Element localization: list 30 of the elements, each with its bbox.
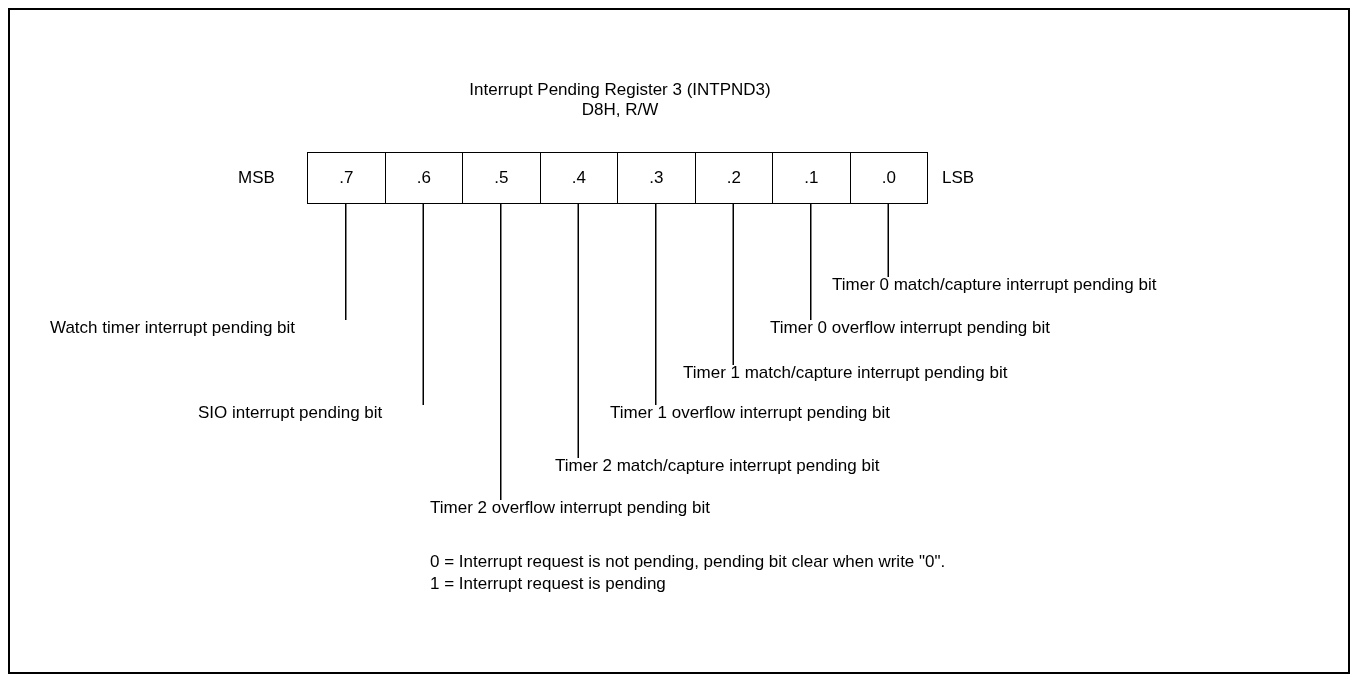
leader-line [887,203,889,278]
lsb-label: LSB [942,168,975,188]
leader-line [577,203,579,459]
bit-description: Timer 2 match/capture interrupt pending bit [555,456,880,476]
register-address: D8H, R/W [581,100,659,120]
bit-description: Timer 0 overflow interrupt pending bit [770,318,1050,338]
bit-description: Timer 2 overflow interrupt pending bit [430,498,710,518]
bit-cell: .0 [849,152,928,204]
bit-cell: .7 [307,152,386,204]
bit-description: Timer 1 match/capture interrupt pending bit [683,363,1008,383]
note-text: 0 = Interrupt request is not pending, pending bit clear when write "0". [430,552,946,572]
bit-cell: .3 [617,152,696,204]
leader-line [345,203,347,321]
bit-cell: .6 [384,152,463,204]
msb-label: MSB [238,168,275,188]
bit-cell: .2 [694,152,773,204]
bit-description: Timer 0 match/capture interrupt pending bit [832,275,1157,295]
bit-description: Watch timer interrupt pending bit [50,318,296,338]
bit-description: SIO interrupt pending bit [198,403,383,423]
register-title: Interrupt Pending Register 3 (INTPND3) [469,80,771,100]
leader-line [732,203,734,366]
bit-cell: .5 [462,152,541,204]
bit-cell: .1 [772,152,851,204]
bit-cell: .4 [539,152,618,204]
leader-line [422,203,424,406]
leader-line [500,203,502,501]
leader-line [655,203,657,406]
note-text: 1 = Interrupt request is pending [430,574,666,594]
leader-line [810,203,812,321]
bit-description: Timer 1 overflow interrupt pending bit [610,403,890,423]
